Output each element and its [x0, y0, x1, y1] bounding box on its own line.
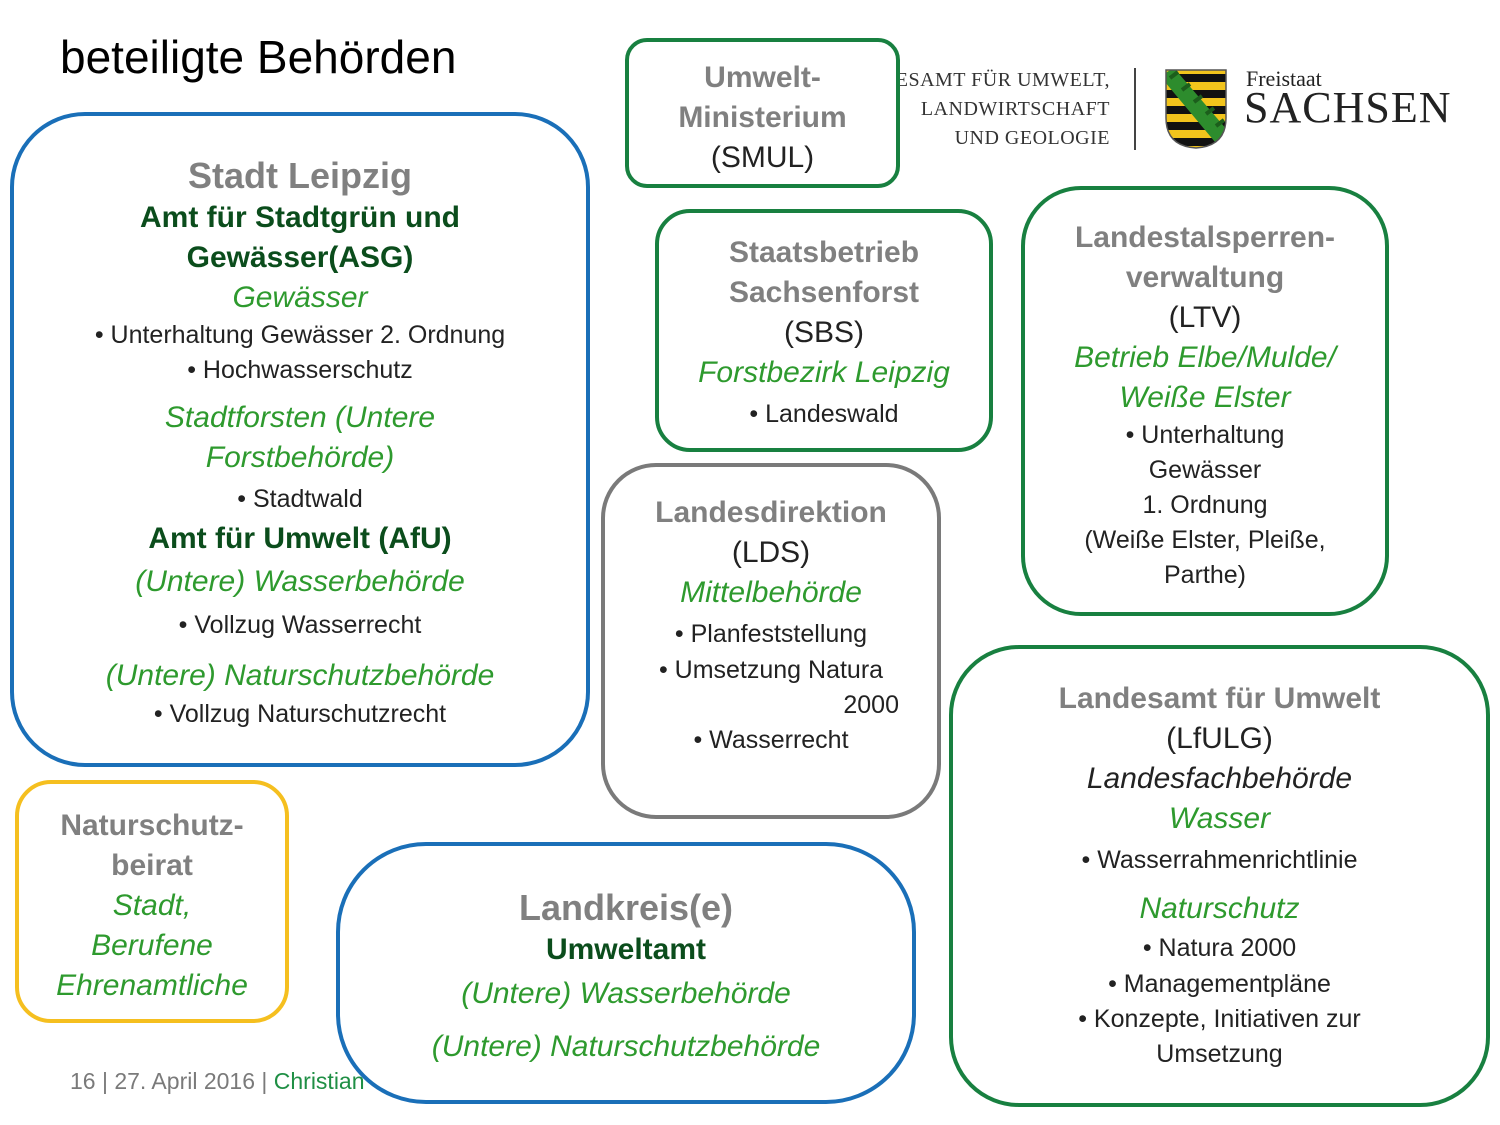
label-beirat-members: Ehrenamtliche: [56, 969, 248, 1002]
page-title: beteiligte Behörden: [60, 31, 457, 83]
bullet-item: • Vollzug Naturschutzrecht: [153, 700, 447, 728]
box-abbreviation: (LDS): [731, 536, 811, 569]
bullet-item: • Managementpläne: [1108, 970, 1331, 998]
agency-name-line: ESAMT FÜR UMWELT,: [895, 69, 1110, 91]
box-title: verwaltung: [1125, 261, 1285, 294]
box-title: Sachsenforst: [728, 276, 920, 309]
lfulg-sachsen-logo: ESAMT FÜR UMWELT, LANDWIRTSCHAFT UND GEO…: [890, 66, 1450, 156]
slide-footer: 16 | 27. April 2016 | Christian: [70, 1068, 365, 1095]
footer-author: Christian: [273, 1068, 365, 1094]
label-naturschutz: Naturschutz: [1139, 892, 1300, 925]
box-lds: Landesdirektion (LDS) Mittelbehörde • Pl…: [601, 463, 941, 819]
box-title: Landesamt für Umwelt: [1058, 682, 1381, 715]
bullet-item: Umsetzung: [1156, 1040, 1283, 1068]
dept-asg: Amt für Stadtgrün und Gewässer(ASG): [140, 201, 460, 274]
bullet-item: • Landeswald: [749, 400, 899, 428]
label-landesfachbehoerde: Landesfachbehörde: [1086, 762, 1353, 795]
bullet-item: • Konzepte, Initiativen zur: [1078, 1005, 1361, 1033]
box-title: Umwelt-: [704, 61, 821, 94]
box-naturschutzbeirat: Naturschutz- beirat Stadt, Berufene Ehre…: [15, 780, 289, 1023]
label-naturschutzbehoerde: (Untere) Naturschutzbehörde: [431, 1030, 821, 1063]
dept-umweltamt: Umweltamt: [545, 933, 707, 966]
bullet-item: • Wasserrecht: [693, 726, 849, 754]
box-stadt-leipzig: Stadt Leipzig Amt für Stadtgrün und Gewä…: [10, 112, 590, 767]
footer-meta: 16 | 27. April 2016 |: [70, 1068, 274, 1094]
box-sbs: Staatsbetrieb Sachsenforst (SBS) Forstbe…: [655, 209, 993, 452]
dept-afu: Amt für Umwelt (AfU): [148, 522, 452, 555]
box-landkreis: Landkreis(e) Umweltamt (Untere) Wasserbe…: [336, 842, 916, 1104]
box-title: Naturschutz-: [60, 809, 244, 842]
bullet-item: • Natura 2000: [1142, 934, 1297, 962]
saxony-coat-of-arms-icon: [1165, 69, 1227, 149]
bullet-item: 1. Ordnung: [1142, 491, 1268, 519]
label-mittelbehoerde: Mittelbehörde: [680, 576, 862, 609]
label-wasserbehoerde: (Untere) Wasserbehörde: [461, 977, 791, 1010]
bullet-item: • Hochwasserschutz: [187, 356, 413, 384]
label-wasserbehoerde: (Untere) Wasserbehörde: [135, 565, 465, 598]
bullet-item: • Vollzug Wasserrecht: [178, 611, 422, 639]
label-beirat-members: Berufene: [91, 929, 213, 962]
label-stadtforsten: Forstbehörde): [205, 441, 395, 474]
box-abbreviation: (LTV): [1168, 301, 1242, 334]
box-title: Stadt Leipzig: [188, 155, 412, 196]
logo-divider: [1134, 68, 1136, 150]
label-forstbezirk: Forstbezirk Leipzig: [698, 356, 950, 389]
bullet-item: • Stadtwald: [237, 485, 363, 513]
box-abbreviation: (LfULG): [1166, 722, 1273, 755]
box-title: Landkreis(e): [518, 887, 734, 928]
box-title: beirat: [111, 849, 193, 882]
agency-name-line: LANDWIRTSCHAFT: [920, 98, 1110, 120]
box-title: Ministerium: [678, 101, 847, 134]
box-abbreviation: (SMUL): [710, 141, 815, 174]
box-lfulg: Landesamt für Umwelt (LfULG) Landesfachb…: [949, 645, 1490, 1107]
box-title: Landestalsperren-: [1074, 221, 1336, 254]
box-ltv: Landestalsperren- verwaltung (LTV) Betri…: [1021, 186, 1389, 616]
bullet-item: Parthe): [1164, 561, 1246, 589]
agency-name: ESAMT FÜR UMWELT, LANDWIRTSCHAFT UND GEO…: [890, 66, 1110, 153]
label-stadtforsten: Stadtforsten (Untere: [164, 401, 436, 434]
agency-name-line: UND GEOLOGIE: [954, 127, 1110, 149]
label-beirat-members: Stadt,: [112, 889, 192, 922]
bullet-item: Gewässer: [1148, 456, 1262, 484]
bullet-item: • Unterhaltung: [1125, 421, 1285, 449]
box-abbreviation: (SBS): [783, 316, 864, 349]
label-gewaesser: Gewässer: [232, 281, 368, 314]
bullet-item: • Wasserrahmenrichtlinie: [1081, 846, 1358, 874]
label-wasser: Wasser: [1168, 802, 1271, 835]
bullet-item: (Weiße Elster, Pleiße,: [1084, 526, 1326, 554]
box-title: Landesdirektion: [655, 496, 887, 529]
logo-freistaat: Freistaat: [1246, 66, 1322, 91]
label-naturschutzbehoerde: (Untere) Naturschutzbehörde: [105, 659, 495, 692]
box-smul: Umwelt- Ministerium (SMUL): [625, 38, 900, 188]
logo-sachsen: SACHSEN: [1244, 83, 1450, 132]
bullet-item: 2000: [843, 691, 899, 719]
bullet-item: • Unterhaltung Gewässer 2. Ordnung: [94, 321, 506, 349]
label-betrieb: Weiße Elster: [1119, 381, 1291, 414]
bullet-item: • Planfeststellung: [674, 620, 868, 648]
bullet-item: • Umsetzung Natura: [658, 656, 884, 684]
label-betrieb: Betrieb Elbe/Mulde/: [1074, 341, 1336, 374]
box-title: Staatsbetrieb: [728, 236, 920, 269]
